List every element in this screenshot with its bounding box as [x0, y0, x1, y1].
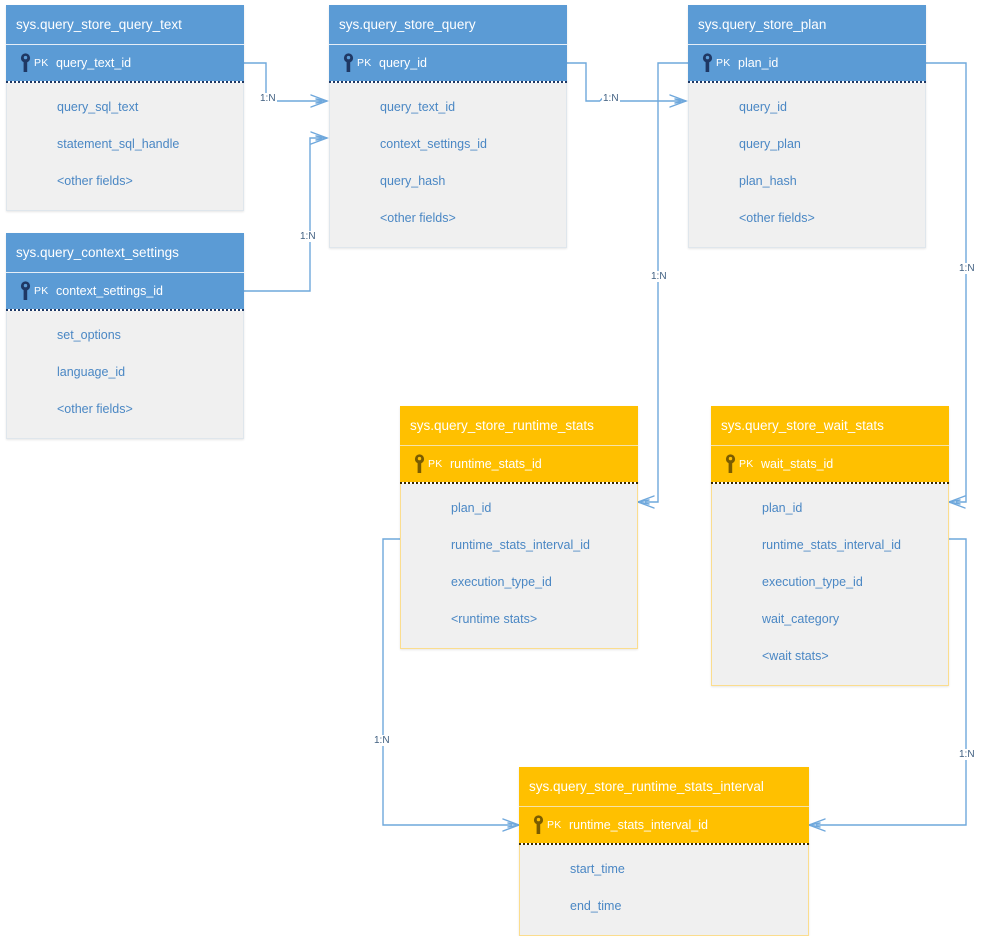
pk-field-name: wait_stats_id: [761, 457, 834, 471]
entity-title: sys.query_store_runtime_stats: [400, 406, 638, 446]
pk-label: PK: [357, 57, 372, 69]
key-icon: [702, 53, 713, 72]
entity-fields: start_time end_time: [519, 845, 809, 936]
cardinality-label-r4: 1:N: [650, 271, 668, 282]
arrowhead-r5: [947, 495, 966, 509]
connector-r4: [645, 62, 688, 503]
field-row: plan_hash: [739, 174, 797, 188]
field-row: statement_sql_handle: [57, 137, 180, 151]
field-row: plan_id: [451, 501, 492, 515]
pk-row: PK query_id: [329, 45, 567, 81]
entity-title: sys.query_store_query_text: [6, 5, 244, 45]
cardinality-label-r7: 1:N: [958, 749, 976, 760]
pk-separator: [688, 81, 926, 83]
key-icon: [20, 281, 31, 300]
pk-separator: [711, 482, 949, 484]
field-row: query_sql_text: [57, 100, 139, 114]
entity-title: sys.query_store_wait_stats: [711, 406, 949, 446]
field-row: context_settings_id: [380, 137, 488, 151]
field-row: <other fields>: [57, 174, 133, 188]
cardinality-label-r3: 1:N: [602, 93, 620, 104]
key-icon: [20, 53, 31, 72]
field-row: end_time: [570, 899, 622, 913]
pk-row: PK runtime_stats_id: [400, 446, 638, 482]
entity-fields: query_sql_text statement_sql_handle <oth…: [6, 83, 244, 211]
key-icon: [725, 454, 736, 473]
field-row: runtime_stats_interval_id: [451, 538, 590, 552]
pk-separator: [400, 482, 638, 484]
pk-field-name: runtime_stats_interval_id: [569, 818, 708, 832]
pk-field-name: runtime_stats_id: [450, 457, 542, 471]
arrowhead-r7: [807, 818, 826, 832]
field-row: plan_id: [762, 501, 803, 515]
pk-field-name: plan_id: [738, 56, 779, 70]
field-row: wait_category: [762, 612, 840, 626]
pk-row: PK runtime_stats_interval_id: [519, 807, 809, 843]
arrowhead-r3: [669, 94, 688, 108]
arrowhead-r2: [310, 131, 329, 145]
cardinality-label-r6: 1:N: [373, 735, 391, 746]
key-icon: [414, 454, 425, 473]
entity-title: sys.query_store_runtime_stats_interval: [519, 767, 809, 807]
pk-label: PK: [428, 458, 443, 470]
field-row: execution_type_id: [762, 575, 863, 589]
pk-label: PK: [739, 458, 754, 470]
entity-title: sys.query_store_plan: [688, 5, 926, 45]
entity-query-store-runtime-stats[interactable]: sys.query_store_runtime_stats PK runtime…: [400, 406, 638, 649]
entity-query-store-plan[interactable]: sys.query_store_plan PK plan_id query_id…: [688, 5, 926, 248]
arrowhead-r6: [502, 818, 521, 832]
field-row: <runtime stats>: [451, 612, 538, 626]
key-icon: [343, 53, 354, 72]
pk-row: PK context_settings_id: [6, 273, 244, 309]
connector-r1: [244, 62, 322, 102]
pk-label: PK: [547, 819, 562, 831]
pk-label: PK: [34, 57, 49, 69]
entity-fields: query_id query_plan plan_hash <other fie…: [688, 83, 926, 248]
field-row: execution_type_id: [451, 575, 552, 589]
arrowhead-r4: [636, 495, 655, 509]
arrowhead-r1: [310, 94, 329, 108]
entity-title: sys.query_context_settings: [6, 233, 244, 273]
connector-r3: [567, 62, 681, 102]
field-row: query_text_id: [380, 100, 456, 114]
entity-fields: plan_id runtime_stats_interval_id execut…: [400, 484, 638, 649]
field-row: set_options: [57, 328, 121, 342]
field-row: query_hash: [380, 174, 446, 188]
field-row: query_plan: [739, 137, 801, 151]
key-icon: [533, 815, 544, 834]
entity-query-store-query-text[interactable]: sys.query_store_query_text PK query_text…: [6, 5, 244, 211]
entity-query-context-settings[interactable]: sys.query_context_settings PK context_se…: [6, 233, 244, 439]
field-row: <other fields>: [57, 402, 133, 416]
field-row: <wait stats>: [762, 649, 829, 663]
pk-separator: [329, 81, 567, 83]
field-row: query_id: [739, 100, 787, 114]
pk-row: PK plan_id: [688, 45, 926, 81]
entity-query-store-wait-stats[interactable]: sys.query_store_wait_stats PK wait_stats…: [711, 406, 949, 686]
field-row: start_time: [570, 862, 625, 876]
field-row: language_id: [57, 365, 126, 379]
entity-fields: query_text_id context_settings_id query_…: [329, 83, 567, 248]
pk-label: PK: [34, 285, 49, 297]
connector-r2: [244, 137, 322, 292]
field-row: <other fields>: [380, 211, 456, 225]
pk-row: PK wait_stats_id: [711, 446, 949, 482]
entity-query-store-runtime-stats-interval[interactable]: sys.query_store_runtime_stats_interval P…: [519, 767, 809, 936]
pk-separator: [6, 309, 244, 311]
entity-fields: plan_id runtime_stats_interval_id execut…: [711, 484, 949, 686]
entity-fields: set_options language_id <other fields>: [6, 311, 244, 439]
entity-query-store-query[interactable]: sys.query_store_query PK query_id query_…: [329, 5, 567, 248]
pk-field-name: context_settings_id: [56, 284, 164, 298]
pk-separator: [519, 843, 809, 845]
pk-label: PK: [716, 57, 731, 69]
pk-row: PK query_text_id: [6, 45, 244, 81]
entity-title: sys.query_store_query: [329, 5, 567, 45]
cardinality-label-r2: 1:N: [299, 231, 317, 242]
pk-separator: [6, 81, 244, 83]
cardinality-label-r1: 1:N: [259, 93, 277, 104]
pk-field-name: query_id: [379, 56, 427, 70]
pk-field-name: query_text_id: [56, 56, 132, 70]
field-row: runtime_stats_interval_id: [762, 538, 901, 552]
field-row: <other fields>: [739, 211, 815, 225]
cardinality-label-r5: 1:N: [958, 263, 976, 274]
